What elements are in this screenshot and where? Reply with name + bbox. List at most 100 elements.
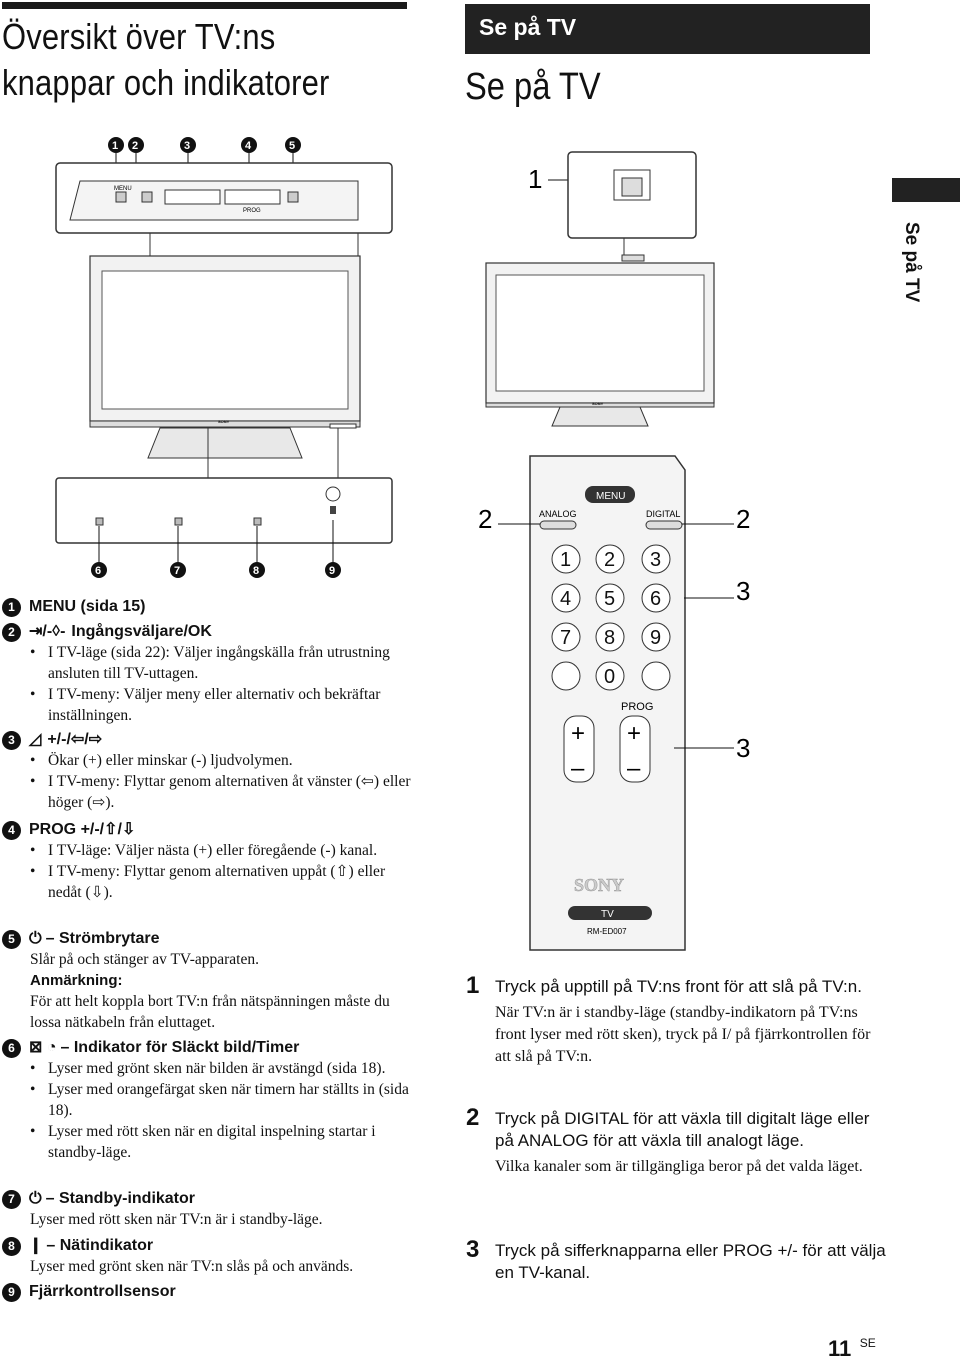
step-3-main: Tryck på sifferknapparna eller PROG +/- …	[495, 1241, 886, 1282]
remote-analog-label: ANALOG	[539, 509, 577, 519]
remote-vol-plus: +	[571, 720, 585, 747]
power-indicator-icon: ❙	[29, 1237, 43, 1254]
item-8: 8 ❙– Nätindikator Lyser med grönt sken nä…	[2, 1235, 412, 1277]
item-9: 9 Fjärrkontrollsensor	[2, 1281, 412, 1302]
step-2-number: 2	[466, 1104, 480, 1131]
item-2-bullet-1: I TV-läge (sida 22): Väljer ingångskälla…	[30, 642, 412, 684]
input-icon: ⇥/‑◊‑	[29, 623, 66, 640]
item-2: 2 ⇥/‑◊‑ Ingångsväljare/OK I TV-läge (sida …	[2, 621, 412, 726]
svg-text:SONY: SONY	[592, 401, 604, 406]
note-text: För att helt koppla bort TV:n från nätsp…	[30, 993, 390, 1031]
item-6-bullet-2: Lyser med orangefärgat sken när timern h…	[30, 1079, 412, 1121]
item-6-heading: – Indikator för Släckt bild/Timer	[60, 1039, 300, 1056]
note-label: Anmärkning:	[30, 972, 123, 989]
item-2-number: 2	[2, 623, 21, 642]
item-2-heading: Ingångsväljare/OK	[71, 623, 212, 640]
panel-prog-label: PROG	[243, 208, 261, 214]
item-7-number: 7	[2, 1190, 21, 1209]
page-lang: SE	[859, 1336, 876, 1350]
diagram-number-3-b: 3	[736, 733, 750, 763]
item-3-bullet-2: I TV-meny: Flyttar genom alternativen åt…	[30, 771, 412, 813]
remote-key-8: 8	[604, 627, 615, 649]
callout-3: 3	[184, 140, 190, 152]
callout-7: 7	[174, 565, 180, 577]
remote-key-4: 4	[560, 588, 571, 610]
item-4-bullet-2: I TV-meny: Flyttar genom alternativen up…	[30, 861, 412, 903]
volume-icon: ◿	[29, 731, 42, 748]
item-6-bullet-1: Lyser med grönt sken när bilden är avstä…	[30, 1058, 412, 1079]
arrow-left-right-icon: /⇦/⇨	[66, 731, 103, 748]
remote-key-6: 6	[650, 588, 661, 610]
remote-prog-minus: –	[627, 755, 641, 782]
item-3-bullet-1: Ökar (+) eller minskar (-) ljudvolymen.	[30, 750, 412, 771]
step-1-sub: När TV:n är i standby-läge (standby-indi…	[495, 1004, 871, 1065]
item-4-bullet-1: I TV-läge: Väljer nästa (+) eller föregå…	[30, 840, 412, 861]
diagram-number-3-a: 3	[736, 576, 750, 606]
remote-key-1: 1	[560, 549, 571, 571]
top-rule	[2, 2, 407, 9]
callout-4: 4	[245, 140, 252, 152]
remote-tv-label: TV	[601, 909, 614, 920]
remote-key-9: 9	[650, 627, 661, 649]
side-tab-label: Se på TV	[901, 222, 922, 303]
item-5-heading: – Strömbrytare	[45, 930, 160, 947]
item-5: 5 ⏻– Strömbrytare Slår på och stänger av …	[2, 928, 412, 1033]
page-footer: 11 SE	[828, 1336, 876, 1362]
item-9-number: 9	[2, 1283, 21, 1302]
section-title: Se på TV	[465, 66, 601, 108]
callout-8: 8	[253, 565, 259, 577]
step-3: 3 Tryck på sifferknapparna eller PROG +/…	[466, 1236, 886, 1284]
callout-6: 6	[95, 565, 101, 577]
diagram-number-1: 1	[528, 164, 542, 194]
item-8-number: 8	[2, 1237, 21, 1256]
remote-prog-plus: +	[627, 720, 641, 747]
page-number: 11	[828, 1336, 852, 1361]
item-5-text: Slår på och stänger av TV-apparaten.	[30, 951, 259, 968]
remote-key-0: 0	[604, 666, 615, 688]
item-4-heading: PROG +/-/⇧/⇩	[29, 821, 136, 838]
item-8-heading: – Nätindikator	[46, 1237, 154, 1254]
standby-icon: ⏻	[29, 1190, 42, 1207]
item-2-bullet-2: I TV-meny: Väljer meny eller alternativ …	[30, 684, 412, 726]
remote-model-label: RM-ED007	[587, 927, 627, 936]
remote-key-7: 7	[560, 627, 571, 649]
diagram-number-2-right: 2	[736, 504, 750, 534]
remote-brand: SONY	[574, 875, 624, 895]
page-title: Översikt över TV:ns knappar och indikato…	[2, 16, 330, 103]
step-1-number: 1	[466, 972, 480, 999]
item-3: 3 ◿ +/-/⇦/⇨ Ökar (+) eller minskar (-) lju…	[2, 729, 412, 813]
item-7: 7⏻– Standby-indikator Lyser med rött ske…	[2, 1188, 412, 1230]
callout-1: 1	[112, 140, 118, 152]
callout-9: 9	[329, 565, 335, 577]
remote-prog-label: PROG	[621, 701, 653, 713]
panel-menu-label: MENU	[114, 186, 132, 192]
remote-control-diagram: MENU ANALOG DIGITAL 2 2 1 2 3 4 5 6 7 8 …	[478, 455, 750, 951]
step-2: 2 Tryck på DIGITAL för att växla till di…	[466, 1104, 886, 1178]
tv-controls-diagram: 1 2 3 4 5 MENU PROG SONY 6 7 8 9	[55, 137, 393, 578]
power-icon: ⏻	[29, 930, 42, 947]
item-8-text: Lyser med grönt sken när TV:n slås på oc…	[30, 1258, 354, 1275]
item-5-number: 5	[2, 930, 21, 949]
item-6: 6 ⊠ ◔– Indikator för Släckt bild/Timer Ly…	[2, 1037, 412, 1163]
remote-key-3: 3	[650, 549, 661, 571]
item-7-heading: – Standby-indikator	[45, 1190, 196, 1207]
side-tab	[892, 178, 960, 202]
item-6-number: 6	[2, 1039, 21, 1058]
item-3-heading: +/-	[47, 731, 67, 748]
svg-text:SONY: SONY	[218, 419, 230, 424]
item-9-heading: Fjärrkontrollsensor	[29, 1283, 176, 1300]
step-3-number: 3	[466, 1236, 480, 1263]
remote-key-2: 2	[604, 549, 615, 571]
remote-menu-label: MENU	[596, 491, 625, 502]
tv-front-diagram: 1 SONY	[485, 151, 715, 427]
remote-key-5: 5	[604, 588, 615, 610]
picture-off-timer-icon: ⊠ ◔	[29, 1039, 57, 1056]
item-6-bullet-3: Lyser med rött sken när en digital inspe…	[30, 1121, 412, 1163]
item-3-number: 3	[2, 731, 21, 750]
step-1: 1 Tryck på upptill på TV:ns front för at…	[466, 972, 886, 1068]
remote-digital-label: DIGITAL	[646, 509, 680, 519]
diagram-number-2-left: 2	[478, 504, 492, 534]
item-1-heading: MENU (sida 15)	[29, 598, 146, 615]
